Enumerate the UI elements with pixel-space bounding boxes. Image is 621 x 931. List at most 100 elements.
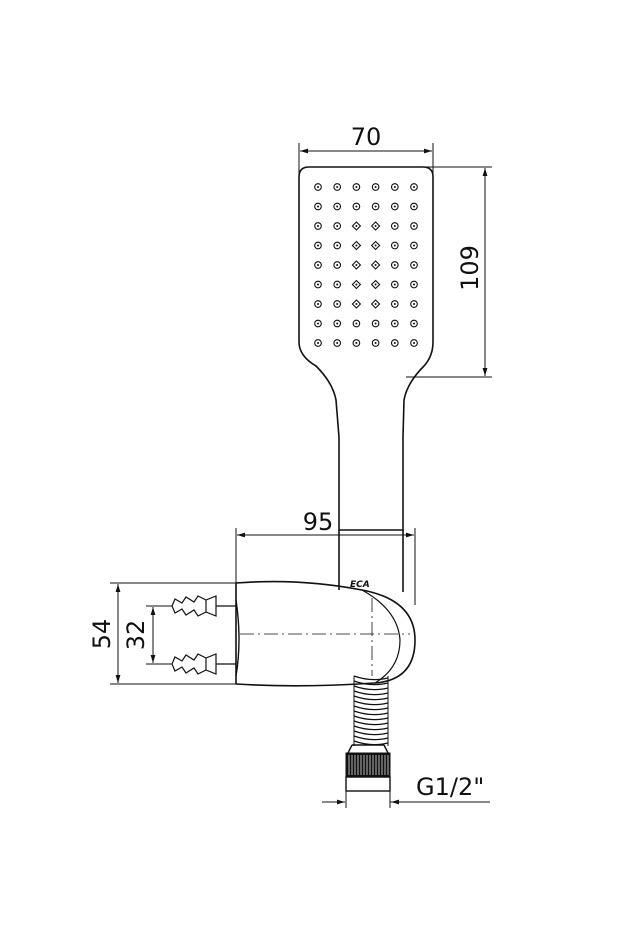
nozzle (390, 261, 399, 269)
hose-coil (353, 690, 389, 696)
nozzle (410, 319, 418, 328)
brand-logo: ECA (350, 580, 370, 590)
dimension-anchor-spacing: 32 (122, 605, 172, 665)
nozzle-center (413, 283, 415, 286)
nozzle (333, 300, 342, 308)
nozzle (390, 319, 399, 328)
nozzle-center (317, 264, 319, 266)
nozzle-center (413, 264, 415, 266)
dimension-label-109: 109 (456, 245, 484, 291)
nozzle (390, 339, 399, 347)
nozzle (333, 222, 342, 230)
nozzle-center (374, 322, 377, 325)
nozzle-center (393, 283, 396, 286)
dimension-label-95: 95 (303, 508, 334, 536)
nozzle (410, 280, 418, 289)
nozzle (314, 202, 322, 211)
nozzle-center (413, 322, 415, 325)
nozzle-center (374, 225, 377, 227)
nozzle (333, 339, 342, 347)
nozzle-center (374, 342, 377, 344)
nozzle (352, 339, 361, 347)
hose-coil (353, 730, 389, 736)
nozzle-center (374, 303, 377, 305)
nozzle-center (393, 186, 396, 188)
nozzle (390, 202, 399, 211)
dimension-label-32: 32 (122, 620, 150, 651)
nozzle-diamond (370, 221, 381, 231)
hose-coil (353, 720, 389, 726)
nozzle-diamond (351, 299, 362, 309)
nozzle (314, 280, 322, 289)
nozzle-center (355, 283, 358, 286)
nozzle-diamond (370, 279, 381, 290)
nozzle-center (374, 244, 377, 247)
wall-holder (235, 580, 416, 687)
hose-coil (353, 705, 389, 711)
nozzle-center (413, 303, 415, 305)
nozzle (371, 339, 380, 347)
nozzle-center (336, 186, 339, 188)
hose-coil (353, 680, 389, 686)
shower-head-outline (298, 166, 434, 531)
dimension-label-thread: G1/2" (416, 773, 484, 801)
nozzle-center (393, 205, 396, 208)
nozzle (314, 222, 322, 230)
nozzle-center (355, 186, 358, 188)
nozzle (333, 319, 342, 328)
wall-anchor-bottom (171, 653, 236, 675)
hose-spring (353, 675, 389, 746)
nozzle-center (355, 205, 358, 208)
nozzle-center (336, 303, 339, 305)
nozzle-diamond (351, 279, 362, 290)
nozzle-center (355, 322, 358, 325)
dimension-depth: 95 (235, 508, 416, 605)
nozzle-grid (314, 183, 418, 347)
nozzle (333, 261, 342, 269)
nozzle-center (317, 342, 319, 344)
nozzle (390, 222, 399, 230)
nozzle-center (413, 225, 415, 227)
nozzle-center (336, 322, 339, 325)
nozzle-center (374, 186, 377, 188)
nozzle-center (317, 205, 319, 208)
dimension-label-70: 70 (351, 123, 382, 151)
hose-coil (353, 715, 389, 721)
hose-nut (345, 744, 391, 792)
nozzle (410, 241, 418, 250)
nozzle (410, 222, 418, 230)
nozzle-center (336, 264, 339, 266)
nozzle (390, 241, 399, 250)
nozzle-center (413, 186, 415, 188)
hose-coil (353, 700, 389, 706)
nozzle (410, 202, 418, 211)
nozzle-center (374, 264, 377, 266)
nozzle (371, 202, 380, 211)
nozzle (314, 261, 322, 269)
nozzle-center (393, 342, 396, 344)
nozzle-center (336, 225, 339, 227)
nozzle (410, 339, 418, 347)
nozzle-diamond (351, 221, 362, 231)
nozzle (333, 280, 342, 289)
nozzle-center (393, 264, 396, 266)
dimension-label-54: 54 (88, 619, 116, 650)
nozzle-center (317, 244, 319, 247)
nozzle (390, 183, 399, 191)
nozzle (390, 280, 399, 289)
nozzle-center (336, 342, 339, 344)
nozzle (314, 300, 322, 308)
hose-coil (353, 735, 389, 741)
nozzle (314, 339, 322, 347)
nozzle-center (413, 342, 415, 344)
nozzle-diamond (351, 260, 362, 270)
nozzle-diamond (370, 299, 381, 309)
wall-anchor-top (171, 595, 236, 617)
nozzle (314, 319, 322, 328)
dimension-head-height: 109 (406, 166, 492, 378)
nozzle (371, 183, 380, 191)
hose-coil (353, 725, 389, 731)
hose-coil (353, 710, 389, 716)
nozzle-center (355, 264, 358, 266)
nozzle (352, 202, 361, 211)
